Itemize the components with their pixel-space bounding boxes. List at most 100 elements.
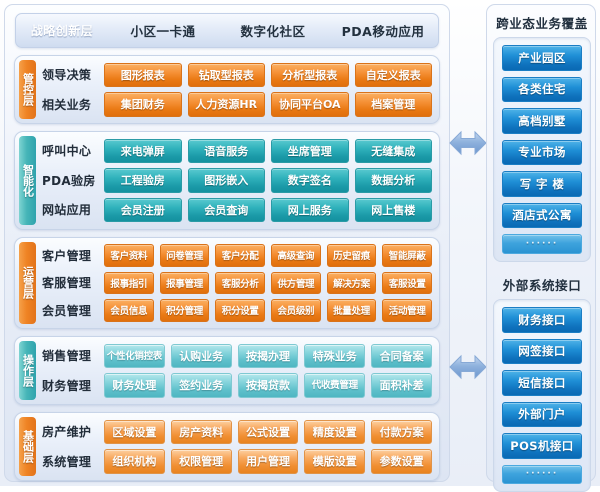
chip-group: 个性化销控表 认购业务 按揭办理 特殊业务 合同备案 [104,343,432,368]
chip-points-mgmt[interactable]: 积分管理 [159,299,210,322]
chip-graphic-embed[interactable]: 图形嵌入 [187,168,265,193]
interface-item-pos[interactable]: POS机接口 [502,433,582,459]
coverage-item-villa[interactable]: 高档别墅 [502,108,582,134]
chip-digital-signature[interactable]: 数字签名 [271,168,349,193]
chip-finance-processing[interactable]: 财务处理 [104,373,165,398]
chip-precision-settings[interactable]: 精度设置 [304,419,366,444]
chip-area-difference[interactable]: 面积补差 [371,373,432,398]
layer-tab-operation[interactable]: 运营层 [19,241,36,324]
row-label-member-mgmt: 会员管理 [42,303,92,318]
coverage-item-industrial-park[interactable]: 产业园区 [502,45,582,71]
chip-oa-platform[interactable]: 协同平台OA [271,92,349,117]
chip-subscription-business[interactable]: 认购业务 [170,343,232,368]
interface-item-external-portal[interactable]: 外部门户 [502,401,582,427]
chip-region-settings[interactable]: 区域设置 [104,419,165,444]
panel-external-interface: 外部系统接口 财务接口 网签接口 短信接口 外部门户 POS机接口 ······ [493,275,591,492]
chip-drill-report[interactable]: 钻取型报表 [187,62,265,87]
chip-online-service[interactable]: 网上服务 [271,197,349,222]
chip-signing-business[interactable]: 签约业务 [170,373,232,398]
chip-activity-mgmt[interactable]: 活动管理 [382,299,433,322]
table-row: 网站应用 会员注册 会员查询 网上服务 网上售楼 [40,197,432,222]
chip-project-inspection[interactable]: 工程验房 [104,168,182,193]
chip-solution[interactable]: 解决方案 [326,271,377,294]
chip-group: 客户资料 问卷管理 客户分配 高级查询 历史留痕 智能屏蔽 [104,244,433,267]
layer-tab-intelligent[interactable]: 智能化 [19,136,36,225]
chip-points-settings[interactable]: 积分设置 [215,299,266,322]
table-row: 房产维护 区域设置 房产资料 公式设置 精度设置 付款方案 [40,419,432,444]
chip-seat-management[interactable]: 坐席管理 [271,138,349,163]
chip-mortgage-loan[interactable]: 按揭贷款 [237,373,299,398]
strategy-item-card[interactable]: 小区一卡通 [130,24,196,39]
chip-member-level[interactable]: 会员级别 [271,299,321,322]
chip-template-settings[interactable]: 模版设置 [304,449,366,474]
coverage-item-professional-market[interactable]: 专业市场 [502,139,582,165]
chip-voice-service[interactable]: 语音服务 [187,138,265,163]
chip-archive-mgmt[interactable]: 档案管理 [354,92,432,117]
chip-service-analysis[interactable]: 客服分析 [215,271,266,294]
layer-tab-management-control[interactable]: 管控层 [19,60,36,119]
layer-tab-foundation[interactable]: 基础层 [19,417,36,476]
chip-permission-mgmt[interactable]: 权限管理 [170,449,232,474]
interface-item-finance[interactable]: 财务接口 [502,307,582,333]
layer-operation: 运营层 客户管理 客户资料 问卷管理 客户分配 高级查询 历史留痕 智能屏蔽 客… [14,236,440,329]
chip-supplier-mgmt[interactable]: 供方管理 [271,271,321,294]
chip-graphic-report[interactable]: 图形报表 [104,62,182,87]
table-row: 销售管理 个性化销控表 认购业务 按揭办理 特殊业务 合同备案 [40,343,432,368]
chip-parameter-settings[interactable]: 参数设置 [371,449,432,474]
chip-advanced-query[interactable]: 高级查询 [271,244,321,267]
chip-service-settings[interactable]: 客服设置 [382,271,433,294]
layer-rows: 客户管理 客户资料 问卷管理 客户分配 高级查询 历史留痕 智能屏蔽 客服管理 … [36,242,433,325]
interface-item-sms[interactable]: 短信接口 [502,370,582,396]
chip-property-profile[interactable]: 房产资料 [170,419,232,444]
chip-incoming-popup[interactable]: 来电弹屏 [104,138,182,163]
chip-contract-filing[interactable]: 合同备案 [371,343,432,368]
coverage-item-residential[interactable]: 各类住宅 [502,76,582,102]
chip-smart-shield[interactable]: 智能屏蔽 [382,244,433,267]
row-label-call-center: 呼叫中心 [42,144,92,159]
strategy-band-tag: 战略创新层 [30,24,94,38]
chip-customer-profile[interactable]: 客户资料 [104,244,154,267]
chip-special-business[interactable]: 特殊业务 [304,343,366,368]
chip-customer-assign[interactable]: 客户分配 [215,244,266,267]
coverage-item-more[interactable]: ······ [502,234,582,254]
chip-batch-process[interactable]: 批量处理 [326,299,377,322]
chip-group: 集团财务 人力资源HR 协同平台OA 档案管理 [104,92,432,117]
chip-questionnaire[interactable]: 问卷管理 [159,244,210,267]
chip-report-guide[interactable]: 报事指引 [104,271,154,294]
coverage-item-office-building[interactable]: 写 字 楼 [502,171,582,197]
chip-history-trace[interactable]: 历史留痕 [326,244,377,267]
chip-report-mgmt[interactable]: 报事管理 [159,271,210,294]
chip-member-info[interactable]: 会员信息 [104,299,154,322]
chip-data-analysis[interactable]: 数据分析 [354,168,432,193]
chip-formula-settings[interactable]: 公式设置 [237,419,299,444]
coverage-item-serviced-apartment[interactable]: 酒店式公寓 [502,202,582,228]
chip-analysis-report[interactable]: 分析型报表 [271,62,349,87]
interface-item-online-signing[interactable]: 网签接口 [502,338,582,364]
row-label-finance-mgmt: 财务管理 [42,378,92,393]
interface-item-more[interactable]: ······ [502,464,582,484]
chip-group-finance[interactable]: 集团财务 [104,92,182,117]
layer-operation-level: 操作层 销售管理 个性化销控表 认购业务 按揭办理 特殊业务 合同备案 财务管理 [14,336,440,405]
chip-org-structure[interactable]: 组织机构 [104,449,165,474]
chip-group: 会员信息 积分管理 积分设置 会员级别 批量处理 活动管理 [104,299,433,322]
chip-online-sales[interactable]: 网上售楼 [354,197,432,222]
chip-member-query[interactable]: 会员查询 [187,197,265,222]
table-row: 相关业务 集团财务 人力资源HR 协同平台OA 档案管理 [40,92,432,117]
row-label-related-business: 相关业务 [42,97,92,112]
layer-tab-operation-level[interactable]: 操作层 [19,341,36,400]
chip-mortgage-processing[interactable]: 按揭办理 [237,343,299,368]
chip-hr[interactable]: 人力资源HR [187,92,265,117]
strategy-item-digital-community[interactable]: 数字化社区 [240,24,306,39]
chip-seamless-integration[interactable]: 无缝集成 [354,138,432,163]
chip-group: 组织机构 权限管理 用户管理 模版设置 参数设置 [104,449,432,474]
chip-personalized-sales-board[interactable]: 个性化销控表 [104,343,165,368]
chip-group: 工程验房 图形嵌入 数字签名 数据分析 [104,168,432,193]
chip-member-register[interactable]: 会员注册 [104,197,182,222]
strategy-item-pda-mobile[interactable]: PDA移动应用 [341,24,425,39]
chip-payment-plan[interactable]: 付款方案 [371,419,432,444]
chip-collection-fee-mgmt[interactable]: 代收费管理 [304,373,366,398]
strategy-innovation-band: 战略创新层 小区一卡通 数字化社区 PDA移动应用 [15,13,439,48]
chip-custom-report[interactable]: 自定义报表 [354,62,432,87]
chip-user-mgmt[interactable]: 用户管理 [237,449,299,474]
